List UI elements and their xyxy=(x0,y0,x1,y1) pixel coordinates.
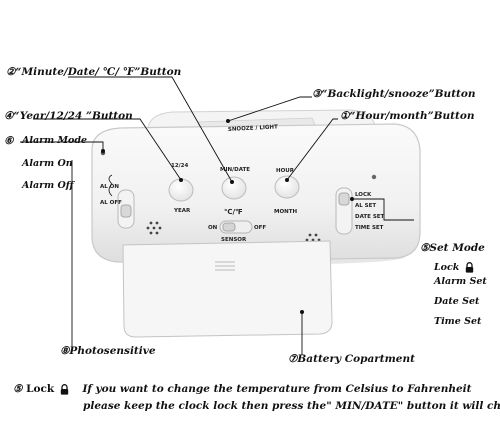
speaker-holes-left xyxy=(146,221,162,235)
callout-text: “Year/12/24 ”Button xyxy=(13,110,133,122)
callout-text: “Minute/Date/ ℃/ ℉”Button xyxy=(15,66,182,78)
callout-number: ⑤ xyxy=(420,242,430,254)
callout-number: ③ xyxy=(312,88,322,100)
callout-hour-month: ①“Hour/month”Button xyxy=(340,110,475,122)
battery-cover-grip xyxy=(215,261,235,271)
lock-icon xyxy=(465,262,473,273)
callout-alarm-mode: ⑥ xyxy=(4,135,13,147)
footnote-line2: please keep the clock lock then press th… xyxy=(83,400,500,412)
alarm-on-label: Alarm On xyxy=(22,158,73,169)
set-lock-label: Lock xyxy=(434,262,474,273)
footnote-prefix: Lock xyxy=(26,383,55,395)
callout-number: ② xyxy=(6,66,16,78)
callout-photosensitive: ⑧Photosensitive xyxy=(60,345,156,357)
callout-dots xyxy=(101,119,354,314)
set-alarm-label: Alarm Set xyxy=(434,276,487,287)
callout-text: Set Mode xyxy=(429,242,485,254)
callout-year: ④“Year/12/24 ”Button xyxy=(4,110,133,122)
callout-number: ① xyxy=(340,110,350,122)
alarm-mode-label: Alarm Mode xyxy=(22,135,88,146)
hour-button xyxy=(274,175,300,199)
footnote-number: ⑤ xyxy=(13,383,23,395)
callout-text: “Backlight/snooze”Button xyxy=(321,88,476,100)
callout-lines xyxy=(20,76,414,355)
set-time-label: Time Set xyxy=(434,316,482,327)
lock-icon xyxy=(60,383,68,395)
alarm-mode-switch-knob xyxy=(120,204,132,218)
year-button xyxy=(168,178,194,202)
callout-text: Battery Copartment xyxy=(297,353,415,365)
min-date-button xyxy=(221,176,247,200)
clock-back-body xyxy=(91,123,421,263)
callout-set-mode: ⑤Set Mode xyxy=(420,242,485,254)
set-lock-text: Lock xyxy=(434,262,460,273)
footnote-text-1: If you want to change the temperature fr… xyxy=(82,383,472,395)
callout-number: ⑦ xyxy=(288,353,298,365)
set-mode-switch-knob xyxy=(338,192,350,206)
callout-number: ⑥ xyxy=(4,135,14,147)
callout-backlight: ③“Backlight/snooze”Button xyxy=(312,88,476,100)
callout-minute-date: ②“Minute/Date/ ℃/ ℉”Button xyxy=(6,66,181,78)
alarm-bracket xyxy=(108,174,113,197)
callout-number: ④ xyxy=(4,110,14,122)
callout-number: ⑧ xyxy=(60,345,70,357)
callout-text: Photosensitive xyxy=(69,345,156,357)
reset-dot xyxy=(371,174,377,180)
footnote-line1: ⑤ Lock If you want to change the tempera… xyxy=(13,383,472,395)
set-date-label: Date Set xyxy=(434,296,480,307)
battery-cover xyxy=(122,240,333,338)
sensor-slider-knob xyxy=(222,222,236,232)
callout-text: “Hour/month”Button xyxy=(349,110,475,122)
callout-battery: ⑦Battery Copartment xyxy=(288,353,415,365)
alarm-off-label: Alarm Off xyxy=(22,180,74,191)
